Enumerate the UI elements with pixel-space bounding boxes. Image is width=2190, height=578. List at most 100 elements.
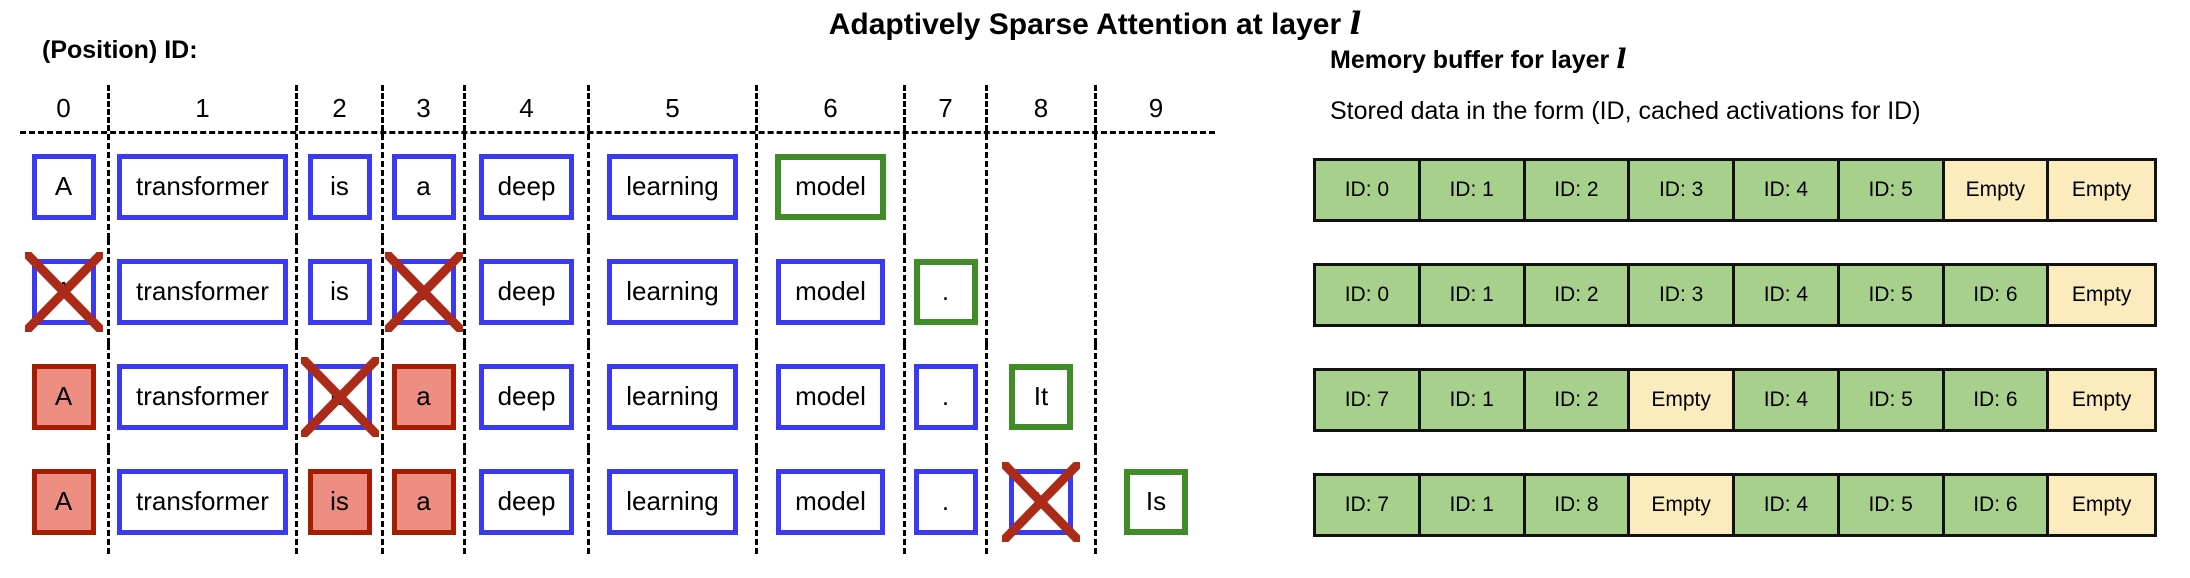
token-cell: A xyxy=(20,344,110,449)
buffer-slot-filled: ID: 5 xyxy=(1839,371,1945,429)
token-cell: learning xyxy=(590,134,758,239)
token-cell: deep xyxy=(466,134,590,239)
token-cell xyxy=(1097,239,1215,344)
token-cell: a xyxy=(384,239,466,344)
token-cell xyxy=(988,239,1097,344)
buffer-slot-empty: Empty xyxy=(2049,476,2154,534)
buffer-slot-empty: Empty xyxy=(1630,476,1735,534)
token-text: a xyxy=(416,276,431,306)
token-cell: model xyxy=(758,449,906,554)
token-box-plain: is xyxy=(307,258,372,325)
token-box-new: It xyxy=(1009,363,1073,430)
token-text: a xyxy=(416,486,431,516)
position-id-0: 0 xyxy=(20,85,110,131)
token-text: It xyxy=(1033,486,1049,516)
buffer-slot-filled: ID: 6 xyxy=(1944,266,2050,324)
buffer-slot-filled: ID: 2 xyxy=(1525,371,1631,429)
buffer-slot-filled: ID: 0 xyxy=(1316,266,1421,324)
buffer-slot-filled: ID: 7 xyxy=(1316,476,1421,534)
token-box-plain: A xyxy=(31,153,96,220)
token-text: model xyxy=(795,486,866,516)
token-cell: It xyxy=(988,344,1097,449)
position-id-3: 3 xyxy=(384,85,466,131)
token-box-new: Is xyxy=(1124,468,1188,535)
token-cell xyxy=(1097,344,1215,449)
buffer-slot-filled: ID: 3 xyxy=(1630,161,1735,219)
token-box-plain: learning xyxy=(607,468,738,535)
position-id-2: 2 xyxy=(298,85,384,131)
memory-buffer-title: Memory buffer for layer l xyxy=(1330,44,1626,75)
token-box-plain: transformer xyxy=(117,258,288,325)
buffer-slot-filled: ID: 4 xyxy=(1735,266,1840,324)
position-id-label: (Position) ID: xyxy=(42,36,198,64)
token-cell: learning xyxy=(590,344,758,449)
buffer-slot-filled: ID: 5 xyxy=(1839,266,1945,324)
token-text: . xyxy=(941,276,950,306)
token-cell: deep xyxy=(466,344,590,449)
token-box-plain: deep xyxy=(478,153,575,220)
memory-buffer-title-text: Memory buffer for layer xyxy=(1330,46,1610,74)
token-text: deep xyxy=(497,381,556,411)
figure-title-text: Adaptively Sparse Attention at layer xyxy=(828,8,1342,41)
layer-symbol: l xyxy=(1616,44,1627,75)
token-text: is xyxy=(330,486,349,516)
token-text: Is xyxy=(1145,486,1167,516)
buffer-slot-empty: Empty xyxy=(1944,161,2050,219)
token-text: transformer xyxy=(136,381,269,411)
token-box-new: . xyxy=(913,258,978,325)
token-box-plain: model xyxy=(776,363,885,430)
buffer-slot-filled: ID: 6 xyxy=(1944,476,2050,534)
token-text: deep xyxy=(497,276,556,306)
token-box-plain: a xyxy=(391,153,456,220)
token-box-plain: . xyxy=(913,468,978,535)
buffer-slot-empty: Empty xyxy=(2049,161,2154,219)
token-box-evicted: a xyxy=(391,363,456,430)
position-id-8: 8 xyxy=(988,85,1097,131)
token-text: learning xyxy=(626,486,719,516)
token-cell: Is xyxy=(1097,449,1215,554)
buffer-slot-filled: ID: 3 xyxy=(1630,266,1735,324)
token-box-plain: deep xyxy=(478,363,575,430)
token-text: a xyxy=(416,171,431,201)
token-cell xyxy=(906,134,988,239)
token-box-plain: transformer xyxy=(117,363,288,430)
figure-title: Adaptively Sparse Attention at layer l xyxy=(0,6,2190,42)
token-cell: is xyxy=(298,344,384,449)
token-text: A xyxy=(54,381,73,411)
token-cell: learning xyxy=(590,239,758,344)
token-box-evicted: is xyxy=(307,468,372,535)
token-cell: . xyxy=(906,239,988,344)
token-box-plain: model xyxy=(776,258,885,325)
token-box-plain: learning xyxy=(607,153,738,220)
token-box-plain: deep xyxy=(478,258,575,325)
token-cell: a xyxy=(384,134,466,239)
buffer-slot-filled: ID: 1 xyxy=(1420,476,1526,534)
token-box-plain: . xyxy=(913,363,978,430)
token-box-evicted: A xyxy=(31,468,96,535)
buffer-slot-filled: ID: 4 xyxy=(1735,161,1840,219)
buffer-slot-filled: ID: 5 xyxy=(1839,161,1945,219)
memory-buffer-subtitle: Stored data in the form (ID, cached acti… xyxy=(1330,97,1921,125)
token-cell: is xyxy=(298,239,384,344)
token-cell: deep xyxy=(466,449,590,554)
buffer-slot-filled: ID: 2 xyxy=(1525,266,1631,324)
buffer-slot-empty: Empty xyxy=(2049,371,2154,429)
token-text: model xyxy=(795,381,866,411)
token-text: A xyxy=(54,171,73,201)
buffer-slot-filled: ID: 4 xyxy=(1735,476,1840,534)
token-text: model xyxy=(795,171,866,201)
buffer-slot-filled: ID: 4 xyxy=(1735,371,1840,429)
buffer-slot-filled: ID: 1 xyxy=(1420,161,1526,219)
token-text: transformer xyxy=(136,276,269,306)
token-text: learning xyxy=(626,171,719,201)
token-box-crossed: It xyxy=(1009,469,1073,535)
